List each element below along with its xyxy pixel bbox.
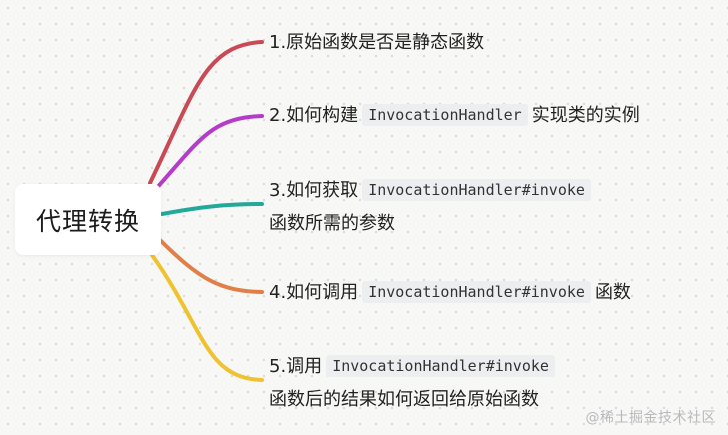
branch-line-1 (148, 40, 264, 185)
branch-2-code: InvocationHandler (362, 104, 528, 126)
branch-3-code: InvocationHandler#invoke (362, 179, 591, 201)
branch-2-text-after: 实现类的实例 (531, 105, 640, 126)
branch-5-code: InvocationHandler#invoke (326, 355, 555, 377)
branch-3-text: 3.如何获取 (269, 180, 359, 201)
branch-5-text-line2: 函数后的结果如何返回给原始函数 (269, 389, 539, 410)
branch-2-text: 2.如何构建 (269, 105, 359, 126)
watermark: @稀土掘金技术社区 (585, 410, 716, 426)
branch-5-text: 5.调用 (269, 356, 323, 377)
branch-line-5 (150, 253, 264, 382)
branch-3-text-line2: 函数所需的参数 (269, 213, 395, 234)
branch-4-code: InvocationHandler#invoke (362, 281, 591, 303)
center-topic[interactable]: 代理转换 (15, 184, 161, 255)
branch-line-4 (156, 236, 264, 294)
branch-4-text: 4.如何调用 (269, 282, 359, 303)
branch-line-3 (160, 202, 264, 216)
branch-line-2 (153, 114, 264, 192)
branch-4-text-after: 函数 (594, 282, 631, 303)
branch-1-text: 1.原始函数是否是静态函数 (269, 32, 485, 53)
branch-node-1[interactable]: 1.原始函数是否是静态函数 (269, 26, 484, 59)
